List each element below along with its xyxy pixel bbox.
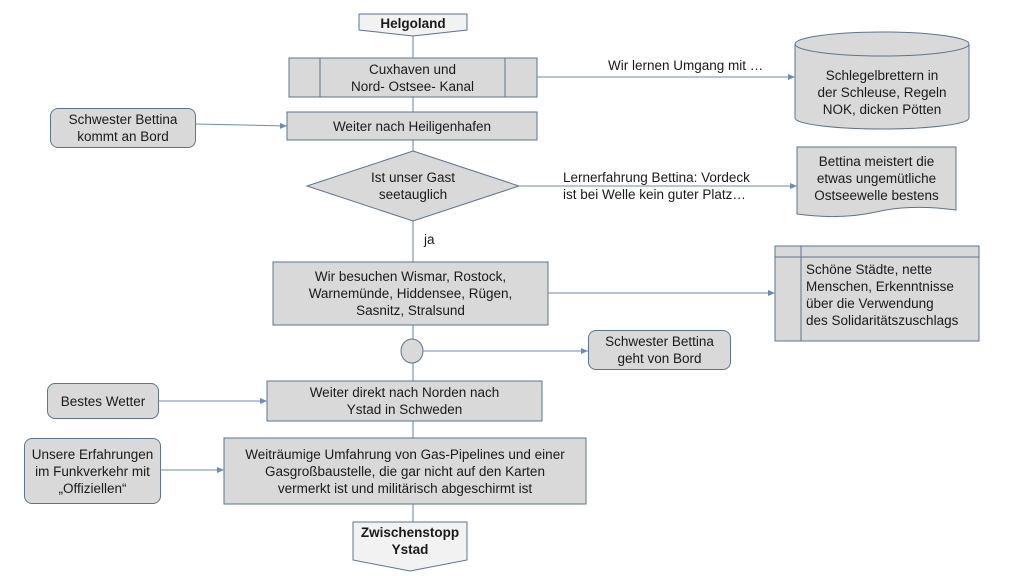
side-bettina-on-board[interactable]: Schwester Bettina kommt an Bord (50, 108, 196, 148)
step-cuxhaven[interactable]: Cuxhaven und Nord- Ostsee- Kanal (350, 61, 475, 94)
side-bettina-leaves[interactable]: Schwester Bettina geht von Bord (588, 330, 731, 370)
edge-label-learn: Wir lernen Umgang mit … (608, 58, 764, 73)
detour-box-shape (223, 437, 587, 505)
visit-box-shape (272, 261, 549, 326)
arrow-bettina-on (195, 122, 288, 129)
side-radio-experience[interactable]: Unsere Erfahrungen im Funkverkehr mit „O… (24, 438, 161, 504)
heiligenhafen-box-shape (286, 111, 538, 141)
storage-shape (774, 245, 980, 342)
step-detour[interactable]: Weiträumige Umfahrung von Gas-Pipelines … (245, 446, 565, 496)
cuxhaven-process-shape (288, 57, 538, 98)
document-shape (796, 146, 957, 218)
document-bettina-masters[interactable]: Bettina meistert die etwas ungemütliche … (814, 153, 939, 203)
end-zwischenstopp[interactable]: Zwischenstopp Ystad (360, 525, 460, 557)
start-terminator-shape (358, 13, 468, 37)
database-cylinder-shape (794, 44, 970, 130)
decision-yes-label: ja (424, 232, 435, 247)
database-rules[interactable]: Schlegelbrettern in der Schleuse, Regeln… (817, 67, 947, 117)
decision-diamond-shape (305, 150, 521, 222)
junction-circle (400, 338, 424, 364)
side-best-weather[interactable]: Bestes Wetter (47, 383, 159, 419)
start-helgoland[interactable]: Helgoland (380, 15, 446, 31)
edge-label-lesson: Lernerfahrung Bettina: Vordeck ist bei W… (563, 170, 750, 202)
ystad-box-shape (266, 380, 543, 422)
database-cylinder-top (794, 31, 970, 57)
step-heiligenhafen[interactable]: Weiter nach Heiligenhafen (332, 118, 492, 134)
step-ystad[interactable]: Weiter direkt nach Norden nach Ystad in … (309, 385, 500, 417)
step-visit-cities[interactable]: Wir besuchen Wismar, Rostock, Warnemünde… (308, 269, 513, 318)
end-terminator-shape (352, 521, 468, 572)
storage-beautiful-cities[interactable]: Schöne Städte, nette Menschen, Erkenntni… (806, 262, 959, 328)
decision-seetauglich[interactable]: Ist unser Gast seetauglich (370, 170, 456, 202)
